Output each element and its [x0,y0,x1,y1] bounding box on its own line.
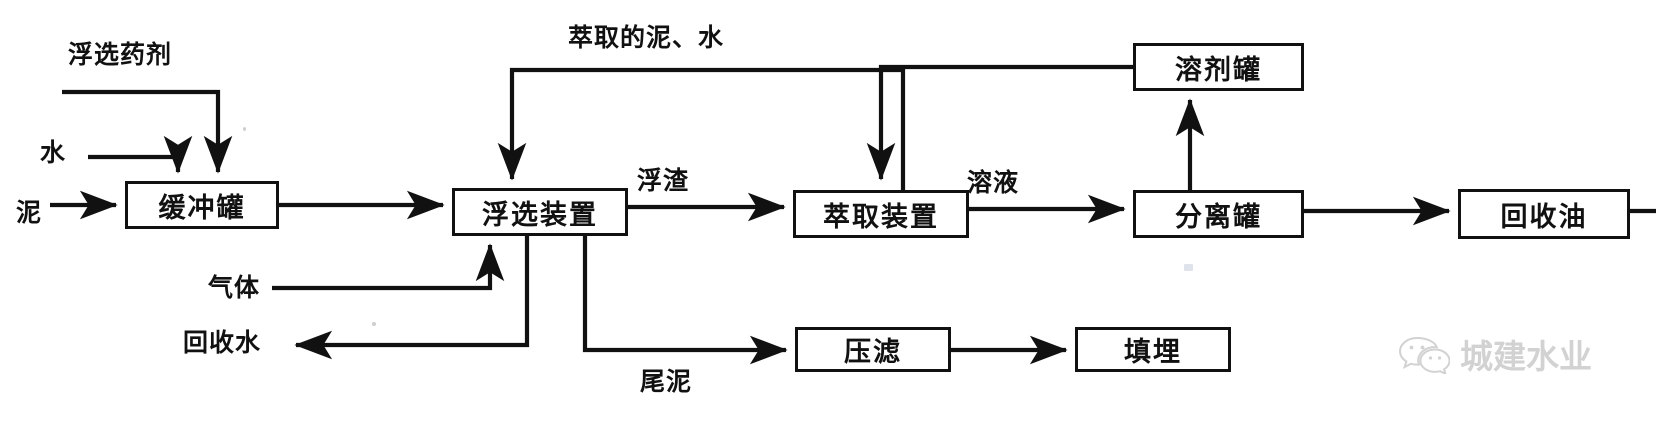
node-label: 填埋 [1124,337,1182,368]
watermark: 城建水业 [1398,330,1592,378]
wire-agent-to-buffer [62,89,233,174]
node-label: 缓冲罐 [158,192,246,224]
watermark-text: 城建水业 [1460,337,1592,376]
stream-label-flotation-agent: 浮选药剂 [68,40,173,69]
scan-speck [1184,264,1193,271]
wire-gas-to-flotation [272,243,505,291]
node-recovered-oil[interactable]: 回收油 [1458,189,1630,239]
stream-label-solution: 溶液 [967,168,1020,197]
stream-label-scum: 浮渣 [637,166,690,195]
stream-label-extracted-mud-water: 萃取的泥、水 [568,23,725,52]
scan-speck [372,322,376,326]
wire-flotation-to-filter-press [582,236,788,365]
node-label: 溶剂罐 [1175,54,1262,86]
wire-extraction-return-to-flotation [497,67,906,190]
node-solvent-tank[interactable]: 溶剂罐 [1133,43,1304,91]
node-label: 回收油 [1500,201,1588,233]
stream-label-sludge-in: 泥 [16,198,43,227]
node-flotation-unit[interactable]: 浮选装置 [452,188,628,236]
node-extraction-unit[interactable]: 萃取装置 [793,190,969,238]
node-landfill[interactable]: 填埋 [1075,327,1231,372]
node-filter-press[interactable]: 压滤 [795,327,951,372]
wire-flotation-to-recovered-water [294,236,530,360]
stream-label-recovered-water: 回收水 [183,328,262,357]
wire-water-to-buffer [88,135,193,174]
node-buffer-tank[interactable]: 缓冲罐 [125,181,279,229]
node-label: 压滤 [844,337,902,368]
wire-solvent-to-extraction [866,64,1133,181]
node-separation-tank[interactable]: 分离罐 [1133,190,1304,238]
wechat-icon [1398,334,1450,374]
stream-label-tail-mud: 尾泥 [640,367,693,396]
node-label: 萃取装置 [823,201,939,233]
node-label: 分离罐 [1175,201,1262,233]
stream-label-water-in: 水 [40,138,67,167]
scan-speck [243,127,246,131]
node-label: 浮选装置 [482,199,598,231]
stream-label-gas-in: 气体 [208,273,261,302]
